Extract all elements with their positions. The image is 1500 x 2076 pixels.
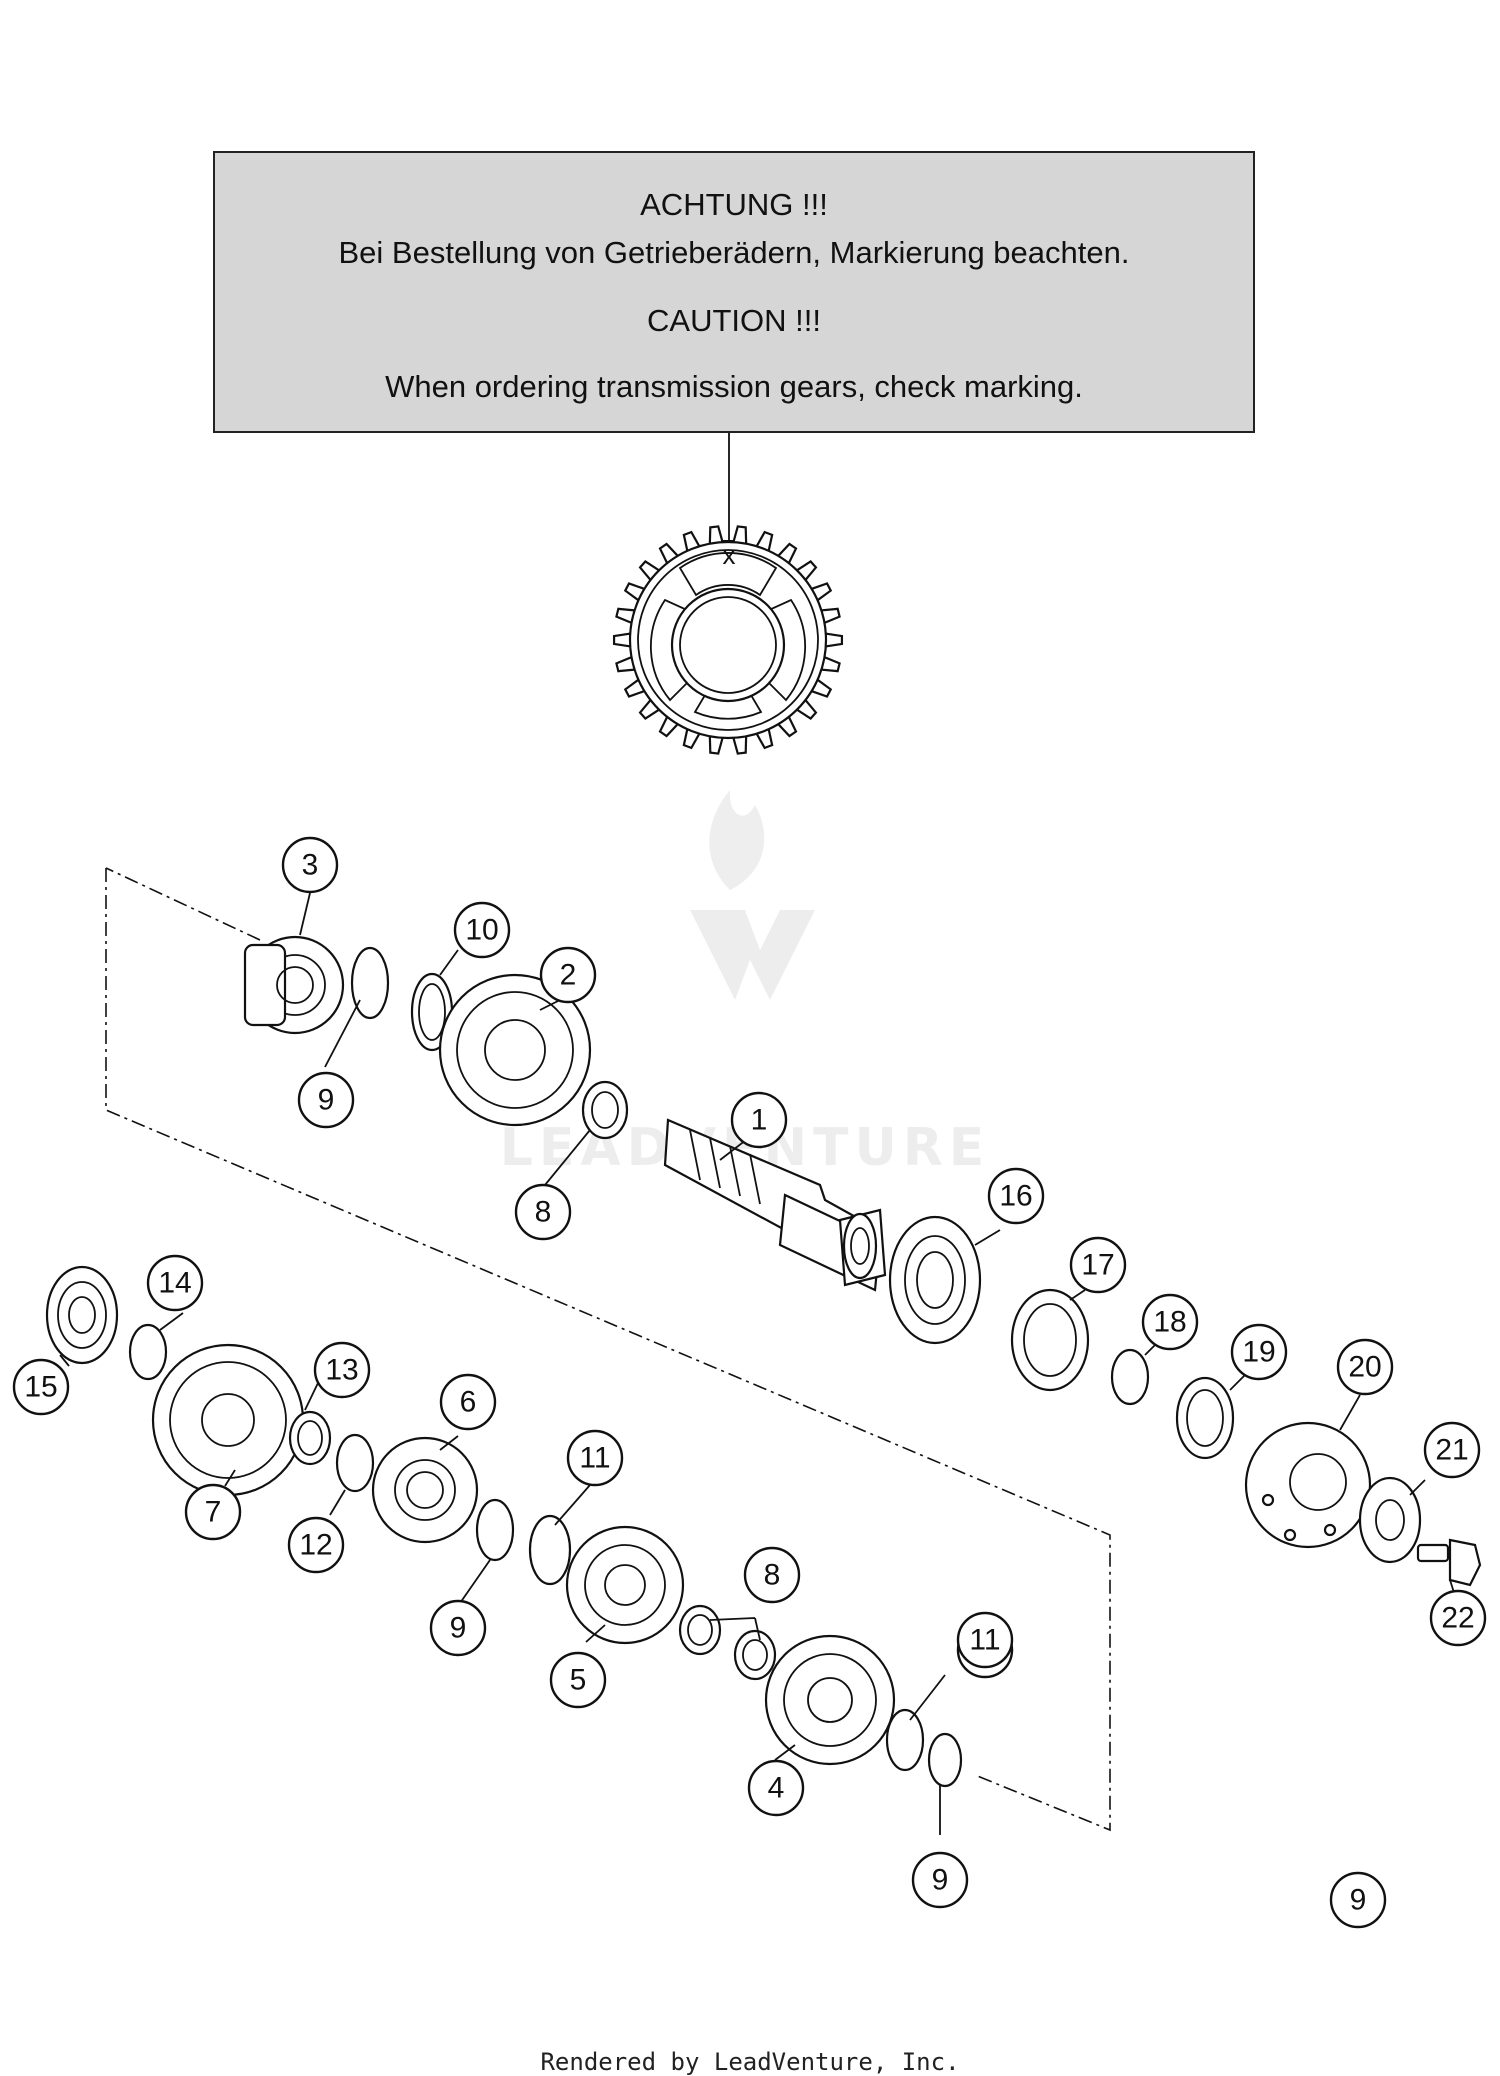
washer — [128, 1323, 168, 1381]
callout-11: 11 — [566, 1429, 624, 1487]
callout-label: 9 — [318, 1084, 335, 1117]
notice-title-en: CAUTION !!! — [647, 303, 821, 338]
callout-label: 18 — [1153, 1306, 1186, 1339]
callout-22: 22 — [1429, 1589, 1487, 1647]
callout-label: 15 — [24, 1371, 57, 1404]
ball-bearing — [45, 1265, 119, 1365]
callout-label: 5 — [570, 1664, 587, 1697]
callout-3: 3 — [281, 836, 339, 894]
needle-bearing — [581, 1080, 629, 1140]
callout-20: 20 — [1336, 1338, 1394, 1396]
callout-label: 19 — [1242, 1336, 1275, 1369]
callout-label: 3 — [302, 849, 319, 882]
callout-5: 5 — [549, 1651, 607, 1709]
needle-bearing — [733, 1629, 777, 1681]
gear-2 — [438, 973, 592, 1127]
callout-4: 4 — [747, 1759, 805, 1817]
callout-label: 12 — [299, 1529, 332, 1562]
spacer — [1175, 1376, 1235, 1460]
callout-13: 13 — [313, 1341, 371, 1399]
callout-7: 7 — [184, 1483, 242, 1541]
marking-x: x — [723, 540, 736, 570]
callout-15: 15 — [12, 1358, 70, 1416]
callout-label: 9 — [932, 1864, 949, 1897]
callout-17: 17 — [1069, 1236, 1127, 1294]
callout-label: 6 — [460, 1386, 477, 1419]
assembly-outline — [105, 867, 1111, 1832]
callout-label: 17 — [1081, 1249, 1114, 1282]
footer-credit: Rendered by LeadVenture, Inc. — [540, 2048, 960, 2076]
callout-21: 21 — [1423, 1421, 1481, 1479]
needle-bearing — [678, 1604, 722, 1656]
callout-label: 1 — [751, 1104, 768, 1137]
lock-ring — [927, 1732, 963, 1788]
callout-1: 1 — [730, 1091, 788, 1149]
callout-label: 10 — [465, 914, 498, 947]
callout-label: 16 — [999, 1180, 1032, 1213]
callout-label: 9 — [450, 1612, 467, 1645]
callout-label: 11 — [579, 1442, 610, 1475]
callout-label: 7 — [205, 1496, 222, 1529]
notice-title-de: ACHTUNG !!! — [640, 187, 828, 222]
caution-notice: ACHTUNG !!! Bei Bestellung von Getrieber… — [213, 151, 1255, 433]
washer — [1358, 1476, 1422, 1564]
callout-9: 9 — [429, 1599, 487, 1657]
sprocket — [1244, 1421, 1372, 1549]
callout-8: 8 — [514, 1183, 572, 1241]
ball-bearing — [888, 1215, 982, 1345]
leader-lines — [59, 892, 1459, 1835]
lock-ring — [475, 1498, 515, 1562]
callout-label: 8 — [535, 1196, 552, 1229]
marked-gear-detail: x — [612, 525, 844, 755]
callout-2: 2 — [539, 946, 597, 1004]
callout-9: 9 — [297, 1071, 355, 1129]
gear-5 — [565, 1525, 685, 1645]
washer — [528, 1514, 572, 1586]
callout-14: 14 — [146, 1254, 204, 1312]
callout-label: 9 — [1350, 1884, 1367, 1917]
callout-label: 4 — [768, 1772, 785, 1805]
callout-label: 22 — [1441, 1602, 1474, 1635]
callout-group: 1234567888999910111112131415161718192021… — [12, 836, 1487, 1929]
gear-3 — [243, 935, 345, 1035]
callout-12: 12 — [287, 1516, 345, 1574]
callout-label: 8 — [764, 1559, 781, 1592]
callout-18: 18 — [1141, 1293, 1199, 1351]
callout-11: 11 — [956, 1611, 1014, 1669]
lock-ring — [350, 946, 390, 1020]
o-ring — [1110, 1348, 1150, 1406]
notice-text-de: Bei Bestellung von Getrieberädern, Marki… — [338, 235, 1130, 270]
callout-label: 2 — [560, 959, 577, 992]
callout-16: 16 — [987, 1167, 1045, 1225]
callout-10: 10 — [453, 901, 511, 959]
callout-label: 13 — [325, 1354, 358, 1387]
washer — [885, 1708, 925, 1772]
needle-bearing — [288, 1410, 332, 1466]
callout-label: 14 — [158, 1267, 191, 1300]
bolt — [1416, 1538, 1482, 1587]
callout-9: 9 — [1329, 1871, 1387, 1929]
main-shaft — [663, 1118, 887, 1292]
gear-7 — [151, 1343, 305, 1497]
callout-9: 9 — [911, 1851, 969, 1909]
callout-label: 21 — [1435, 1434, 1468, 1467]
shaft-seal — [1010, 1288, 1090, 1392]
callout-label: 20 — [1348, 1351, 1381, 1384]
gear-6 — [371, 1436, 479, 1544]
callout-19: 19 — [1230, 1323, 1288, 1381]
gear-4 — [764, 1634, 896, 1766]
washer — [335, 1433, 375, 1493]
callout-label: 11 — [969, 1624, 1000, 1657]
callout-6: 6 — [439, 1373, 497, 1431]
notice-text-en: When ordering transmission gears, check … — [385, 369, 1083, 404]
callout-8: 8 — [743, 1546, 801, 1604]
